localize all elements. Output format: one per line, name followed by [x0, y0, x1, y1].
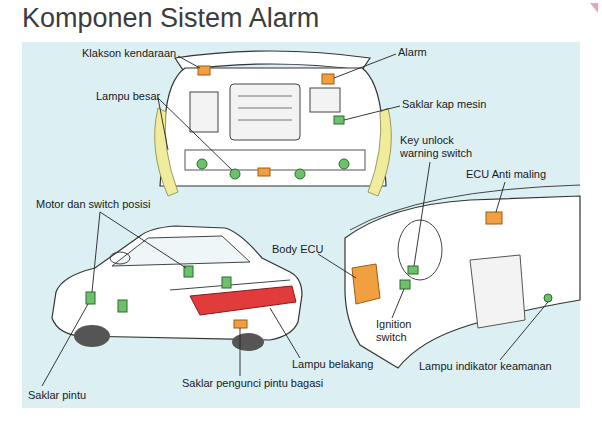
- leader-line: [92, 212, 186, 292]
- door-switch-part: [86, 292, 95, 304]
- lamp-part: [230, 169, 240, 179]
- leader-line: [158, 98, 232, 170]
- leader-line: [240, 328, 241, 376]
- wheel: [74, 325, 110, 347]
- lamp-part: [197, 159, 207, 169]
- radiator: [185, 150, 365, 170]
- trunk-switch-part: [234, 320, 247, 328]
- air-box: [190, 92, 218, 132]
- wheel: [232, 333, 264, 351]
- part-label: Saklar kap mesin: [402, 98, 486, 111]
- car-window: [112, 236, 250, 266]
- part-label: Saklar pintu: [28, 389, 86, 402]
- anti-theft-ecu-part: [486, 212, 502, 224]
- engine-detail: [238, 96, 292, 120]
- dashboard: [345, 196, 580, 368]
- part-label: Alarm: [398, 46, 427, 59]
- leader-line: [344, 106, 400, 120]
- car-side-view: [52, 226, 302, 351]
- engine-block: [230, 84, 300, 140]
- part-label: Key unlock warning switch: [400, 134, 484, 160]
- key-switch-part: [408, 266, 418, 274]
- horn-part: [198, 66, 210, 75]
- part-label: Lampu indikator keamanan: [419, 360, 552, 373]
- car-body: [52, 226, 302, 340]
- tail-light: [190, 286, 296, 315]
- lamp-part: [339, 159, 349, 169]
- part-label: Ignition switch: [376, 318, 428, 344]
- part-label: ECU Anti maling: [466, 168, 546, 181]
- leader-line: [178, 56, 200, 68]
- slide-title: Komponen Sistem Alarm: [22, 2, 319, 34]
- leader-line: [334, 54, 396, 78]
- part-label: Lampu belakang: [292, 358, 373, 371]
- engine-bay-view: [155, 51, 392, 196]
- part-label: Body ECU: [272, 243, 323, 256]
- leader-line: [270, 308, 300, 358]
- dashboard-view: [345, 185, 580, 368]
- engine-bay: [160, 68, 386, 186]
- door-switch-part: [222, 277, 231, 288]
- battery: [310, 88, 340, 112]
- part-label: Saklar pengunci pintu bagasi: [182, 377, 323, 390]
- corner-mark: [590, 3, 598, 13]
- headlight-left: [155, 108, 178, 196]
- leader-line: [496, 182, 505, 212]
- lock-motor-part: [118, 300, 127, 312]
- leader-line: [414, 162, 430, 266]
- part-label: Klakson kendaraan: [82, 47, 176, 60]
- relay-part: [258, 168, 270, 176]
- ignition-part: [400, 280, 410, 289]
- hood-switch-part: [334, 116, 344, 124]
- leader-line: [392, 289, 404, 318]
- indicator-part: [544, 294, 552, 302]
- headlight-right: [368, 108, 391, 196]
- part-label: Motor dan switch posisi: [36, 198, 150, 211]
- lamp-part: [295, 169, 305, 179]
- alarm-part: [322, 74, 334, 84]
- part-label: Lampu besar: [96, 90, 160, 103]
- steering-wheel: [110, 252, 130, 264]
- body-ecu-part: [352, 264, 380, 304]
- leader-line: [500, 302, 548, 360]
- background-panel: [22, 42, 580, 408]
- center-console: [470, 255, 525, 328]
- leader-line: [42, 304, 88, 386]
- leader-line: [318, 254, 356, 278]
- leader-lines: [42, 54, 548, 386]
